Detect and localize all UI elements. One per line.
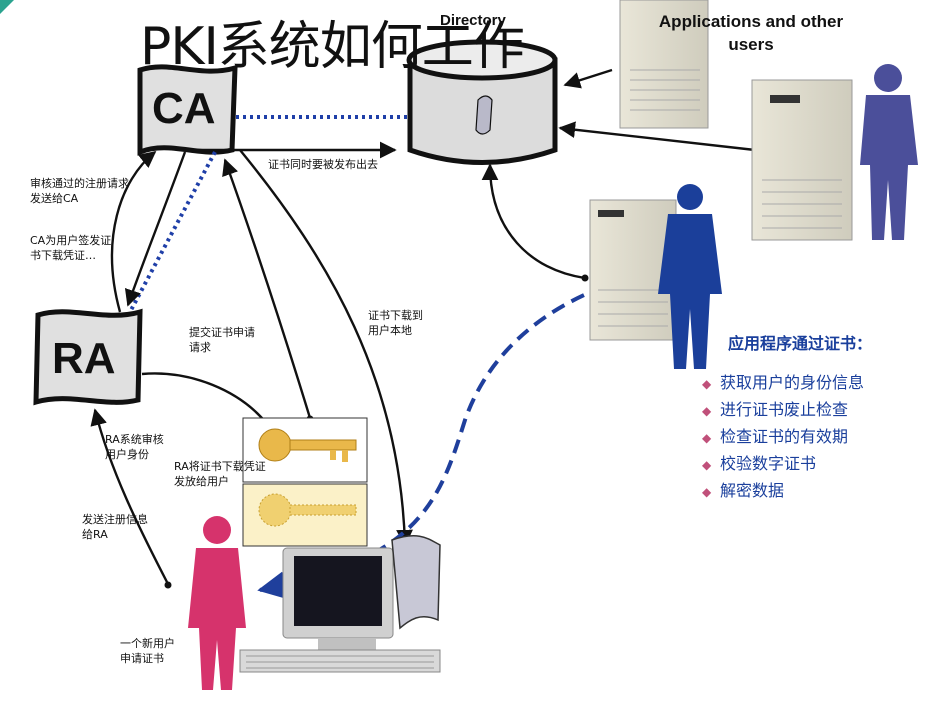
annotation-ra-to-ca: 审核通过的注册请求 发送给CA bbox=[30, 177, 129, 205]
key-icon bbox=[242, 417, 368, 483]
corner-mark bbox=[0, 0, 14, 14]
panel-title: 应用程序通过证书： bbox=[728, 334, 873, 353]
annotation-ca-issue: CA为用户签发证 书下载凭证… bbox=[30, 234, 112, 262]
certificate-scroll-icon bbox=[475, 95, 493, 135]
user-pink-icon bbox=[188, 516, 246, 690]
directory-drum bbox=[406, 39, 558, 165]
server-1-icon bbox=[619, 0, 709, 129]
ca-label: CA bbox=[152, 84, 216, 133]
annotation-ra-distribute: RA将证书下载凭证 发放给用户 bbox=[174, 460, 266, 488]
annotation-submit: 提交证书申请 请求 bbox=[189, 326, 255, 354]
list-item: ◆进行证书废止检查 bbox=[702, 397, 932, 424]
annotation-download: 证书下载到 用户本地 bbox=[368, 309, 423, 337]
computer-icon bbox=[239, 547, 441, 673]
apps-label: Applications and other users bbox=[658, 12, 844, 54]
bullet-icon: ◆ bbox=[702, 404, 712, 418]
page-title: PKI系统如何工作 bbox=[140, 17, 525, 77]
list-item: ◆校验数字证书 bbox=[702, 451, 932, 478]
annotation-new-user: 一个新用户 申请证书 bbox=[120, 637, 175, 665]
ca-ra-link bbox=[128, 151, 217, 313]
ra-box bbox=[33, 308, 143, 406]
certificate-scroll-icon bbox=[391, 535, 441, 630]
server-2-icon bbox=[751, 79, 853, 241]
annotation-ra-verify: RA系统审核 用户身份 bbox=[105, 433, 164, 461]
capability-list: ◆获取用户的身份信息 ◆进行证书废止检查 ◆检查证书的有效期 ◆校验数字证书 ◆… bbox=[702, 370, 932, 505]
app-capabilities-panel: 应用程序通过证书： ◆获取用户的身份信息 ◆进行证书废止检查 ◆检查证书的有效期… bbox=[702, 330, 932, 505]
list-item: ◆解密数据 bbox=[702, 478, 932, 505]
list-item: ◆获取用户的身份信息 bbox=[702, 370, 932, 397]
annotation-publish: 证书同时要被发布出去 bbox=[268, 158, 378, 171]
bullet-icon: ◆ bbox=[702, 377, 712, 391]
bullet-icon: ◆ bbox=[702, 485, 712, 499]
bullet-icon: ◆ bbox=[702, 431, 712, 445]
list-item: ◆检查证书的有效期 bbox=[702, 424, 932, 451]
annotation-send-registration: 发送注册信息 给RA bbox=[82, 513, 148, 541]
user-purple-icon bbox=[860, 64, 918, 240]
flow-arrows bbox=[90, 68, 756, 585]
ra-label: RA bbox=[52, 334, 116, 383]
user-blue-icon bbox=[658, 184, 722, 369]
directory-label: Directory bbox=[440, 12, 506, 29]
bullet-icon: ◆ bbox=[702, 458, 712, 472]
key-pattern-icon bbox=[242, 483, 368, 547]
